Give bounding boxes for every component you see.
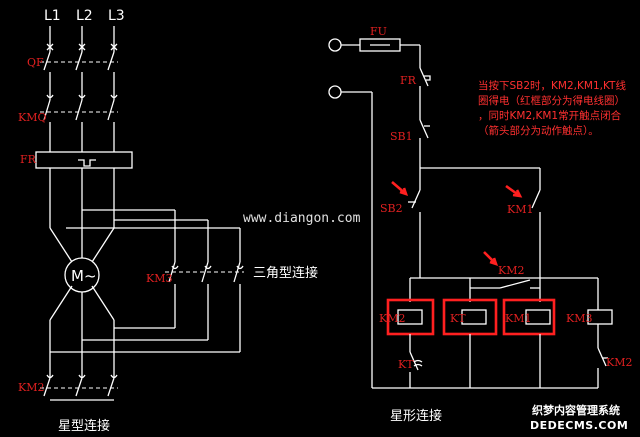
km1-arrow-icon <box>505 184 523 198</box>
fr-label: FR <box>20 153 37 166</box>
sb2-label: SB2 <box>380 202 403 215</box>
km2-bottom-label: KM2 <box>606 356 632 369</box>
watermark: 织梦内容管理系统 DEDECMS.COM <box>530 403 628 432</box>
km2-coil-label: KM2 <box>379 312 405 325</box>
note-line-1: 当按下SB2时，KM2,KM1,KT线 <box>478 79 626 92</box>
power-circuit: L1 L2 L3 QF KMQ <box>18 8 318 434</box>
motor-label: M~ <box>71 267 97 285</box>
kmq-contacts <box>40 94 118 121</box>
sb1-label: SB1 <box>390 130 413 143</box>
website-text: www.diangon.com <box>243 211 361 226</box>
km2-nc-contact <box>597 347 608 388</box>
km1-coil-label: KM1 <box>505 312 531 325</box>
delta-caption: 三角型连接 <box>253 265 318 281</box>
km1-coil-frame <box>502 298 556 336</box>
line-label-l1: L1 <box>44 8 61 24</box>
motor-circle <box>64 257 100 293</box>
control-circuit: FU FR SB1 SB2 <box>328 25 632 424</box>
km1-coil <box>525 309 551 325</box>
km3-coil-label: KM3 <box>566 312 592 325</box>
kt-coil <box>461 309 487 325</box>
km2-star-contacts <box>40 374 118 401</box>
explanation-note: 当按下SB2时，KM2,KM1,KT线 圈得电（红框部分为得电线圈） ，同时KM… <box>478 79 626 137</box>
motor-windings <box>49 227 115 321</box>
km3-power-label: KM3 <box>146 272 172 285</box>
line-label-l3: L3 <box>108 8 125 24</box>
fu-label: FU <box>370 25 387 38</box>
line-label-l2: L2 <box>76 8 93 24</box>
kt-coil-label: KT <box>450 312 466 325</box>
supply-terminal-top <box>328 38 342 52</box>
kt-nc-contact <box>409 351 423 388</box>
note-line-3: ，同时KM2,KM1常开触点闭合 <box>478 109 622 122</box>
star-caption: 星型连接 <box>58 418 110 434</box>
fr-thermal-relay <box>35 151 133 169</box>
supply-terminal-bottom <box>328 85 342 99</box>
km1-contact-label: KM1 <box>507 203 533 216</box>
watermark-en: DEDECMS.COM <box>530 419 628 432</box>
sb2-arrow-icon <box>391 181 409 197</box>
delta-wiring <box>50 209 244 353</box>
fr-ctrl-label: FR <box>400 74 417 87</box>
km2-power-label: KM2 <box>18 381 44 394</box>
km2-series-contact <box>470 279 540 289</box>
kt-contact-label: KT <box>398 358 414 371</box>
km2-contact-label: KM2 <box>498 264 524 277</box>
km1-holding-contact <box>531 189 541 278</box>
km3-coil <box>587 309 613 325</box>
sb2-start-button <box>408 189 421 278</box>
fr-nc-contact <box>419 67 431 120</box>
kmq-label: KMQ <box>18 111 47 124</box>
note-line-2: 圈得电（红框部分为得电线圈） <box>478 94 625 107</box>
note-line-4: （箭头部分为动作触点）。 <box>478 124 599 137</box>
qf-label: QF <box>27 56 44 69</box>
isolator-marks <box>46 43 118 51</box>
sb1-stop-button <box>419 119 430 168</box>
qf-breaker <box>40 51 118 71</box>
km2-arrow-icon <box>483 251 499 267</box>
km2-coil <box>397 309 423 325</box>
watermark-cn: 织梦内容管理系统 <box>532 403 620 417</box>
star-ctrl-caption: 星形连接 <box>390 408 442 424</box>
